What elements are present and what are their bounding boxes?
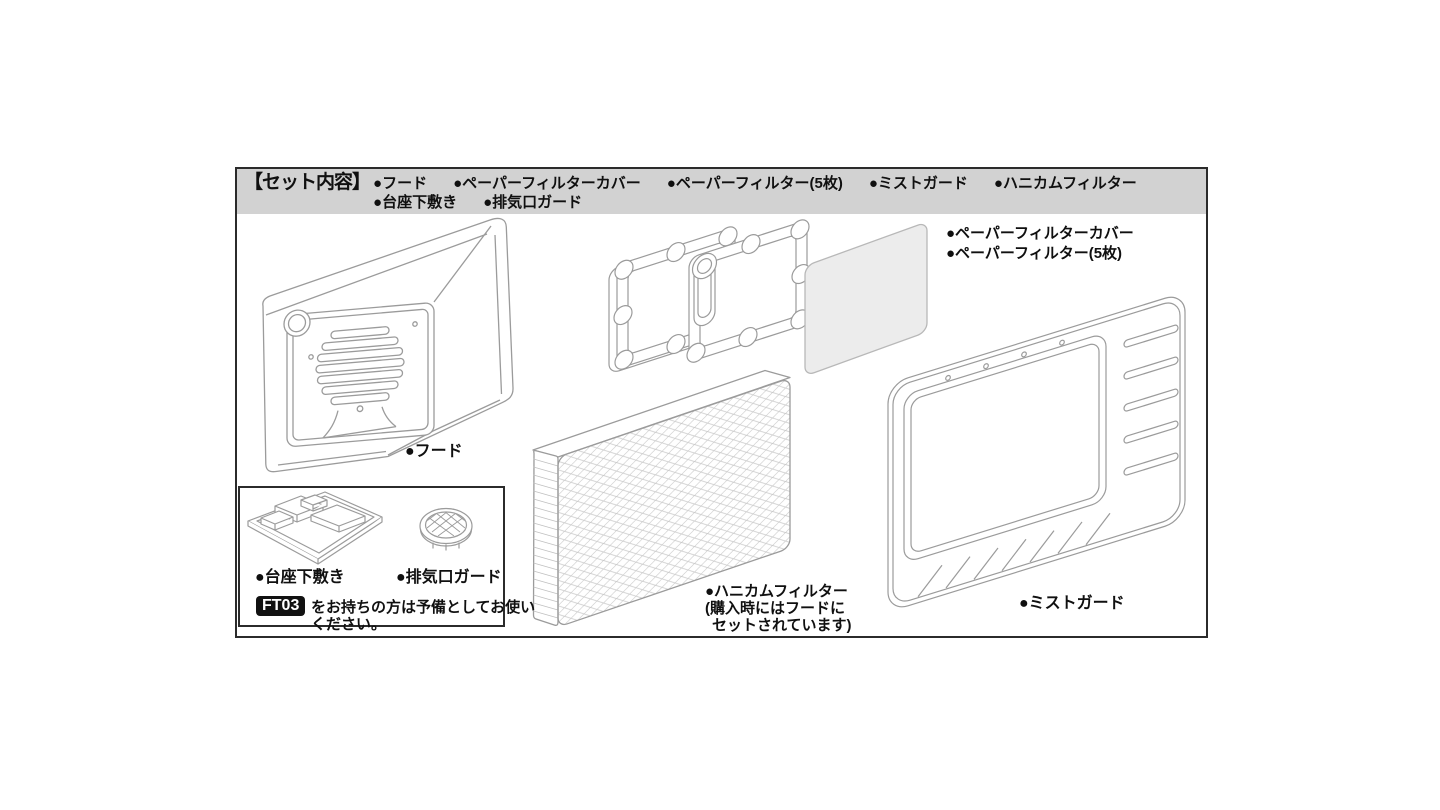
paper-filter-cover-label: ●ペーパーフィルターカバー ●ペーパーフィルター(5枚) <box>946 224 1134 264</box>
honeycomb-filter-illustration <box>533 371 790 628</box>
honeycomb-filter-label: ●ハニカムフィルター (購入時にはフードに セットされています) <box>705 583 852 634</box>
mist-guard-bottom-louvers <box>918 513 1110 596</box>
hood-illustration <box>263 218 513 471</box>
base-mat-label: ●台座下敷き <box>255 569 345 586</box>
header-item-hood: ●フード <box>373 175 428 192</box>
set-contents-header: 【セット内容】 ●フード ●ペーパーフィルターカバー ●ペーパーフィルター(5枚… <box>237 169 1206 214</box>
base-mat-illustration <box>248 492 382 564</box>
hood-front-panel <box>284 298 434 447</box>
mist-guard-side-louvers <box>1124 324 1178 476</box>
exhaust-guard-illustration <box>420 509 472 551</box>
cover-frame-2 <box>687 216 810 365</box>
parts-diagram <box>237 169 1206 636</box>
header-row-2: ●台座下敷き ●排気口ガード <box>373 193 1163 212</box>
paper-filter-cover-illustration <box>609 216 810 374</box>
header-item-honeycomb-filter: ●ハニカムフィルター <box>993 175 1137 192</box>
header-item-list: ●フード ●ペーパーフィルターカバー ●ペーパーフィルター(5枚) ●ミストガー… <box>373 172 1163 212</box>
header-item-paper-filter: ●ペーパーフィルター(5枚) <box>666 175 843 192</box>
mist-guard-illustration <box>888 292 1185 612</box>
paper-filter-cover-label-line: ●ペーパーフィルターカバー <box>946 225 1134 242</box>
header-title: 【セット内容】 <box>244 172 371 193</box>
header-item-mist-guard: ●ミストガード <box>868 175 968 192</box>
paper-filter-label-line: ●ペーパーフィルター(5枚) <box>946 245 1123 262</box>
set-contents-panel: 【セット内容】 ●フード ●ペーパーフィルターカバー ●ペーパーフィルター(5枚… <box>235 167 1208 638</box>
paper-filter-illustration <box>805 222 927 376</box>
ft03-note: をお持ちの方は予備としてお使い ください。 <box>311 599 536 633</box>
hood-label: ●フード <box>405 443 463 460</box>
ft03-badge: FT03 <box>256 596 306 616</box>
mist-guard-label: ●ミストガード <box>1019 595 1125 612</box>
exhaust-guard-label: ●排気口ガード <box>396 569 502 586</box>
header-item-base-mat: ●台座下敷き <box>373 194 458 211</box>
fan-grille <box>316 325 404 415</box>
header-item-paper-filter-cover: ●ペーパーフィルターカバー <box>453 175 641 192</box>
spare-parts-box <box>238 486 505 627</box>
header-item-exhaust-guard: ●排気口ガード <box>483 194 583 211</box>
header-row-1: ●フード ●ペーパーフィルターカバー ●ペーパーフィルター(5枚) ●ミストガー… <box>373 174 1163 193</box>
